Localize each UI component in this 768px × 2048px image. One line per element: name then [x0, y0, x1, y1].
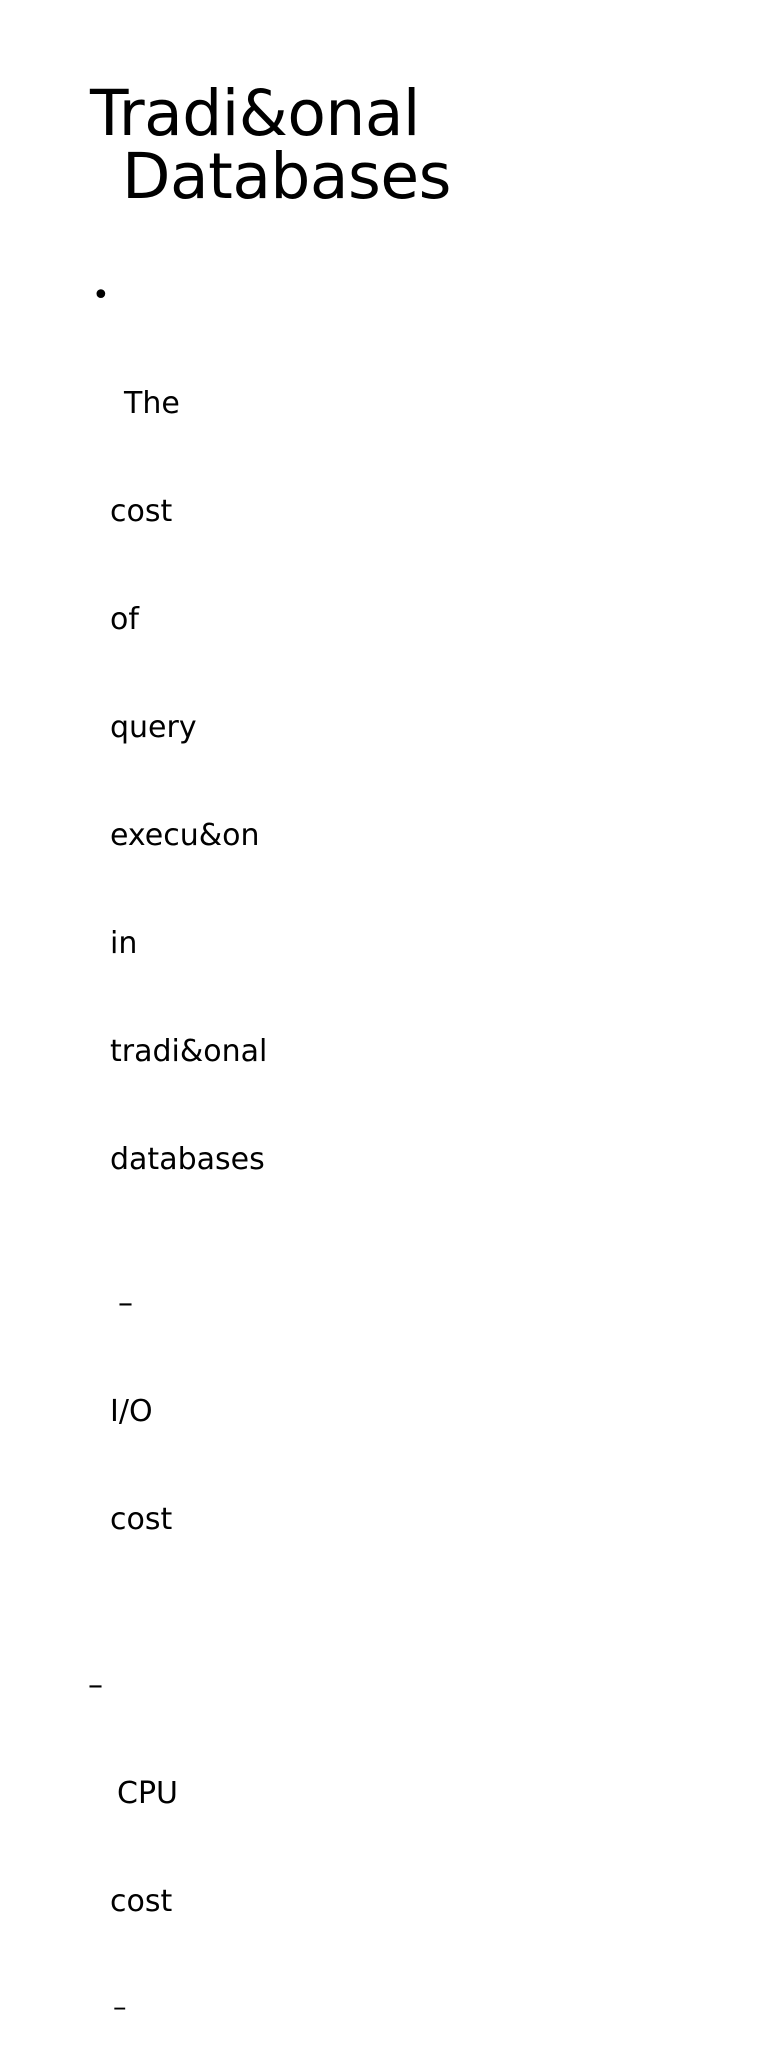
bullet-marker-dash: –: [118, 1286, 133, 1321]
slide-title: Tradi&onal Databases: [90, 82, 710, 208]
bullet-1-line-2: cost: [110, 494, 173, 529]
bullet-marker-dash: –: [88, 1668, 103, 1703]
bullet-3-line-1: CPU: [117, 1776, 178, 1811]
bullet-2-line-2: cost: [110, 1502, 173, 1537]
paragraph-spacer: [0, 1610, 768, 1668]
bullet-2-line-1: I/O: [110, 1394, 153, 1429]
slide-canvas: Tradi&onal Databases • The cost of query…: [88, 82, 710, 2023]
bullet-1-line-5: execu&on: [110, 818, 260, 853]
bullet-1-line-7: tradi&onal: [110, 1034, 268, 1069]
bullet-item-3: – CPU cost: [0, 1668, 768, 1992]
slide-title-line-2: Databases: [122, 140, 451, 213]
bullet-1-line-1: The: [124, 386, 180, 421]
bullet-1-line-3: of: [110, 602, 139, 637]
bullet-1-line-8: databases: [110, 1142, 265, 1177]
slide-body: • The cost of query execu&on in tradi&on…: [0, 278, 768, 2048]
bullet-item-4: – Combina&on of: [0, 1992, 768, 2048]
bullet-marker-round: •: [92, 278, 110, 313]
paragraph-spacer: [0, 1250, 768, 1286]
slide-title-line-1: Tradi&onal: [90, 77, 420, 150]
bullet-item-2: – I/O cost: [0, 1286, 768, 1610]
bullet-item-1: • The cost of query execu&on in tradi&on…: [0, 278, 768, 1250]
bullet-1-line-6: in: [110, 926, 138, 961]
bullet-3-line-2: cost: [110, 1884, 173, 1919]
bullet-marker-dash-small: –: [113, 1992, 127, 2023]
bullet-1-line-4: query: [110, 710, 197, 745]
